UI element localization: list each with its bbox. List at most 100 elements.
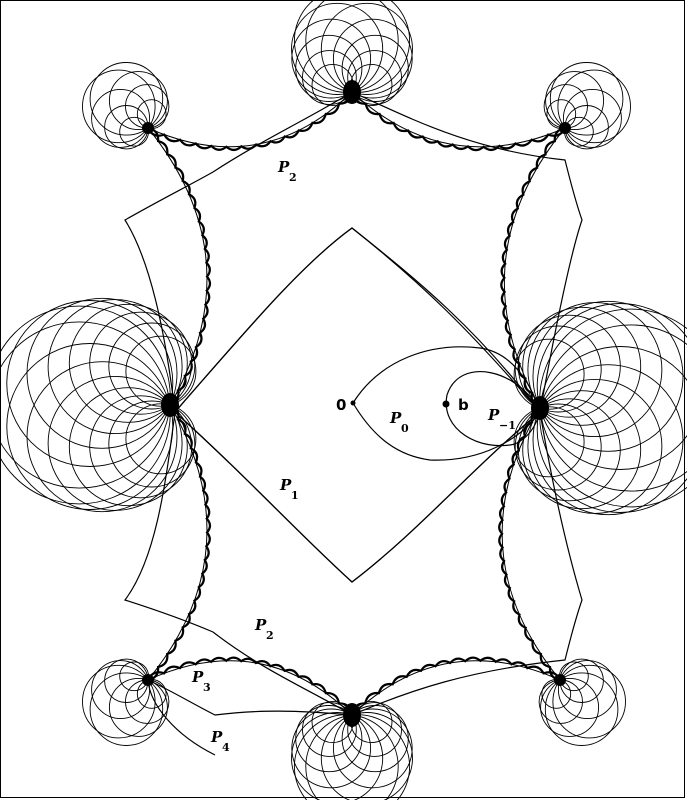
fan-circle-bottom bbox=[291, 712, 384, 800]
cusp-points bbox=[142, 80, 571, 727]
lobe-upper-right-arc bbox=[503, 127, 566, 409]
fan-circle-bottom-left bbox=[108, 677, 168, 737]
fan-circle-top bbox=[320, 2, 413, 95]
fan-circle-top-left bbox=[82, 69, 156, 144]
lobe-upper-right bbox=[500, 126, 566, 410]
region-label-p2-top: P 2 bbox=[277, 158, 297, 184]
fan-circle-left bbox=[0, 305, 171, 489]
fan-circle-bottom bbox=[347, 702, 402, 757]
fan-circle-top-right bbox=[562, 88, 622, 148]
fan-circle-left bbox=[26, 361, 178, 513]
fan-circle-bottom bbox=[320, 712, 413, 800]
p-neg1-sub: −1 bbox=[499, 419, 516, 432]
region-label-p0: P 0 bbox=[389, 409, 409, 435]
lobe-lower-right bbox=[498, 406, 561, 682]
fan-circle-top-left bbox=[89, 62, 164, 136]
fan-circle-right bbox=[522, 390, 642, 510]
fan-circle-bottom-left bbox=[89, 672, 164, 746]
fan-circle-right bbox=[532, 364, 684, 516]
p1-sub: 1 bbox=[291, 489, 299, 502]
p3-sub: 3 bbox=[203, 681, 211, 694]
fan-circle-left bbox=[0, 321, 171, 505]
lobe-lower-left bbox=[147, 403, 212, 682]
p4-sub: 4 bbox=[222, 741, 230, 754]
fan-circle-top bbox=[332, 18, 413, 99]
fan-circle-top-left bbox=[91, 88, 151, 148]
fan-circle-right bbox=[513, 338, 585, 410]
fan-circle-left bbox=[47, 375, 183, 511]
origin-point bbox=[350, 400, 356, 406]
fan-circle-bottom-right bbox=[540, 677, 600, 737]
fan-circle-top bbox=[347, 50, 402, 105]
origin-label: 0 bbox=[336, 396, 346, 414]
fan-circle-right bbox=[514, 403, 602, 491]
fan-circle-left bbox=[108, 322, 196, 410]
fan-circle-right bbox=[522, 306, 642, 426]
fan-circle-top-right bbox=[557, 69, 631, 144]
region-label-p-neg1: P −1 bbox=[487, 406, 516, 432]
fan-circle-top-right bbox=[549, 62, 624, 136]
lobe-upper-left-arc bbox=[147, 127, 208, 406]
fan-circle-bottom-right bbox=[557, 660, 617, 720]
p2-top-sub: 2 bbox=[289, 171, 297, 184]
p1-base: P bbox=[279, 476, 292, 494]
lobe-bottom-left-arc bbox=[147, 660, 353, 716]
outer-boundary bbox=[147, 91, 566, 716]
fan-circle-top bbox=[302, 50, 357, 105]
p0-sub: 0 bbox=[401, 422, 409, 435]
fan-circle-bottom bbox=[332, 708, 413, 789]
fan-circle-top bbox=[291, 18, 372, 99]
region-label-p2-bottom: P 2 bbox=[254, 616, 274, 642]
p4-base: P bbox=[210, 728, 223, 746]
lobe-top-left-arc bbox=[147, 91, 353, 148]
region-boundaries bbox=[124, 91, 583, 756]
fan-circle-left bbox=[125, 403, 197, 475]
fan-circle-left bbox=[68, 387, 188, 507]
p1-boundary bbox=[174, 227, 541, 583]
p-neg1-circle bbox=[445, 371, 541, 447]
p0-base: P bbox=[389, 409, 402, 427]
cusp-cluster-tl bbox=[142, 122, 154, 134]
fan-circle-left bbox=[6, 300, 174, 467]
fan-circle-top-left bbox=[108, 71, 168, 131]
fan-circle-right bbox=[536, 303, 687, 470]
lobe-top-right-arc bbox=[351, 91, 566, 148]
fan-circle-right bbox=[527, 378, 663, 514]
fan-circle-bottom bbox=[291, 708, 372, 789]
fan-circle-top bbox=[341, 34, 409, 102]
p2-bottom-boundary bbox=[124, 410, 583, 716]
b-label: b bbox=[458, 396, 469, 414]
p2-bottom-base: P bbox=[254, 616, 267, 634]
region-label-p4: P 4 bbox=[210, 728, 230, 754]
fan-circle-right bbox=[513, 406, 585, 478]
lobe-upper-left bbox=[147, 126, 212, 407]
fan-circle-left bbox=[125, 335, 197, 407]
fan-circle-right bbox=[532, 300, 684, 452]
fan-circle-bottom bbox=[295, 705, 363, 773]
b-point bbox=[442, 400, 450, 408]
region-label-p3: P 3 bbox=[191, 668, 211, 694]
cusp-cluster-right bbox=[531, 396, 549, 420]
fan-circle-bottom-right bbox=[552, 664, 626, 739]
fan-circle-bottom-left bbox=[91, 660, 151, 720]
lobe-lower-left-arc bbox=[147, 404, 208, 681]
p2-top-base: P bbox=[277, 158, 290, 176]
fan-circle-left bbox=[89, 395, 193, 499]
fan-circle-right bbox=[517, 398, 621, 502]
fan-circle-top-right bbox=[545, 71, 605, 131]
cusp-cluster-tr bbox=[559, 122, 571, 134]
fan-circle-top bbox=[291, 2, 384, 95]
region-label-p1: P 1 bbox=[279, 476, 299, 502]
p2-bottom-sub: 2 bbox=[266, 629, 274, 642]
fan-circle-left bbox=[47, 299, 183, 435]
p3-p4-boundary bbox=[147, 679, 351, 716]
lobe-lower-right-arc bbox=[501, 407, 561, 681]
p4-arc bbox=[147, 679, 216, 756]
fan-circle-right bbox=[536, 346, 687, 513]
p2-top-boundary bbox=[124, 91, 583, 414]
lobe-bottom-right-arc bbox=[351, 660, 561, 716]
cusp-cluster-br bbox=[554, 674, 566, 686]
